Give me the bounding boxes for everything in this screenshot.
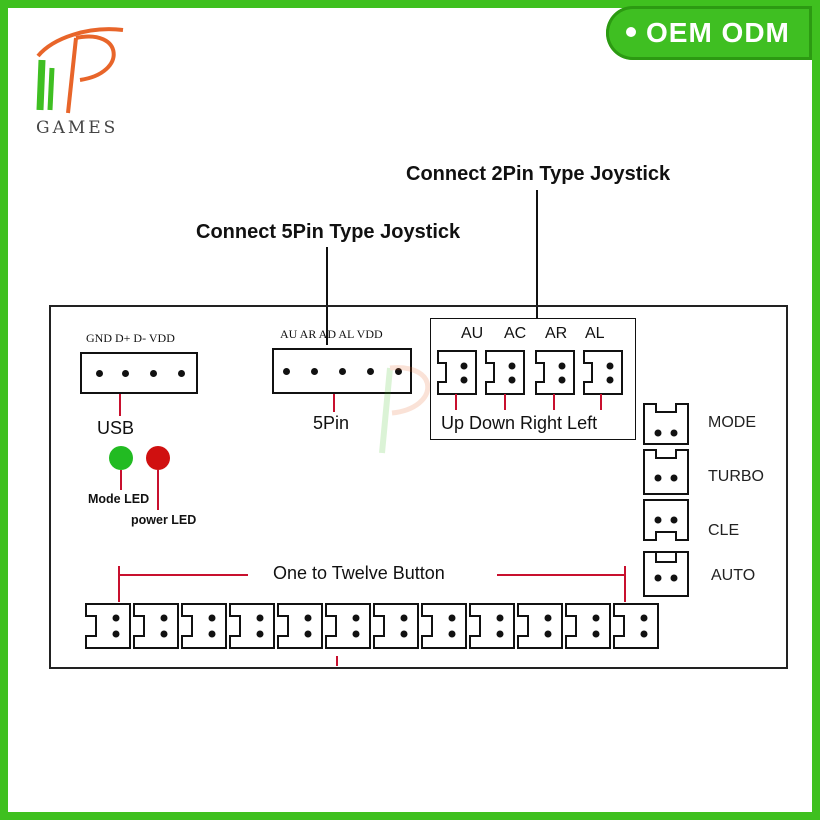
5pin-pin-labels: AU AR AD AL VDD	[280, 327, 383, 341]
usb-connector	[80, 352, 198, 394]
logo-text: GAMES	[36, 118, 119, 138]
button-connector-5	[277, 603, 323, 649]
2pin-label-al: AL	[585, 325, 605, 342]
2pin-group-box	[430, 318, 636, 440]
button-connector-10	[517, 603, 563, 649]
switch-label-mode: MODE	[708, 414, 756, 431]
switch-label-turbo: TURBO	[708, 468, 764, 485]
button-connectors	[85, 603, 659, 649]
watermark-logo-icon	[379, 365, 431, 454]
2pin-label-ar: AR	[545, 325, 568, 342]
board-outline	[49, 305, 788, 669]
button-connector-6	[325, 603, 371, 649]
2pin-label-au: AU	[461, 325, 484, 342]
5pin-label: 5Pin	[313, 413, 350, 433]
mode-led	[109, 446, 133, 470]
mode-switches	[643, 403, 689, 597]
power-led	[146, 446, 170, 470]
2pin-label-ac: AC	[504, 325, 527, 342]
2pin-connectors	[437, 350, 623, 410]
bottom-tick	[336, 656, 338, 666]
button-connector-4	[229, 603, 275, 649]
oem-odm-badge: OEM ODM	[606, 6, 812, 60]
button-connector-1	[85, 603, 131, 649]
2pin-direction-label: Up Down Right Left	[441, 413, 598, 433]
button-connector-9	[469, 603, 515, 649]
bracket-right-h	[497, 574, 625, 576]
button-connector-3	[181, 603, 227, 649]
buttons-label: One to Twelve Button	[273, 563, 445, 583]
button-connector-12	[613, 603, 659, 649]
power-led-lead	[157, 470, 159, 510]
badge-text: OEM ODM	[646, 17, 790, 48]
bracket-left-h	[118, 574, 248, 576]
leader-5pin	[326, 247, 328, 345]
leader-2pin	[536, 190, 538, 318]
bracket-left-v	[118, 566, 120, 602]
usb-lead	[119, 394, 121, 416]
button-connector-2	[133, 603, 179, 649]
heading-5pin: Connect 5Pin Type Joystick	[196, 221, 461, 243]
heading-2pin: Connect 2Pin Type Joystick	[406, 163, 671, 185]
usb-label: USB	[97, 418, 135, 438]
button-connector-7	[373, 603, 419, 649]
power-led-label: power LED	[131, 513, 197, 527]
usb-pin-labels: GND D+ D- VDD	[86, 331, 175, 345]
badge-dot	[626, 27, 636, 37]
5pin-connector	[272, 348, 412, 394]
mode-led-label: Mode LED	[88, 492, 150, 506]
button-connector-8	[421, 603, 467, 649]
bracket-right-v	[624, 566, 626, 602]
switch-label-auto: AUTO	[711, 567, 756, 584]
switch-label-cle: CLE	[708, 522, 740, 539]
button-connector-11	[565, 603, 611, 649]
mode-led-lead	[120, 470, 122, 490]
5pin-lead	[333, 394, 335, 412]
games-logo-icon	[36, 27, 124, 114]
